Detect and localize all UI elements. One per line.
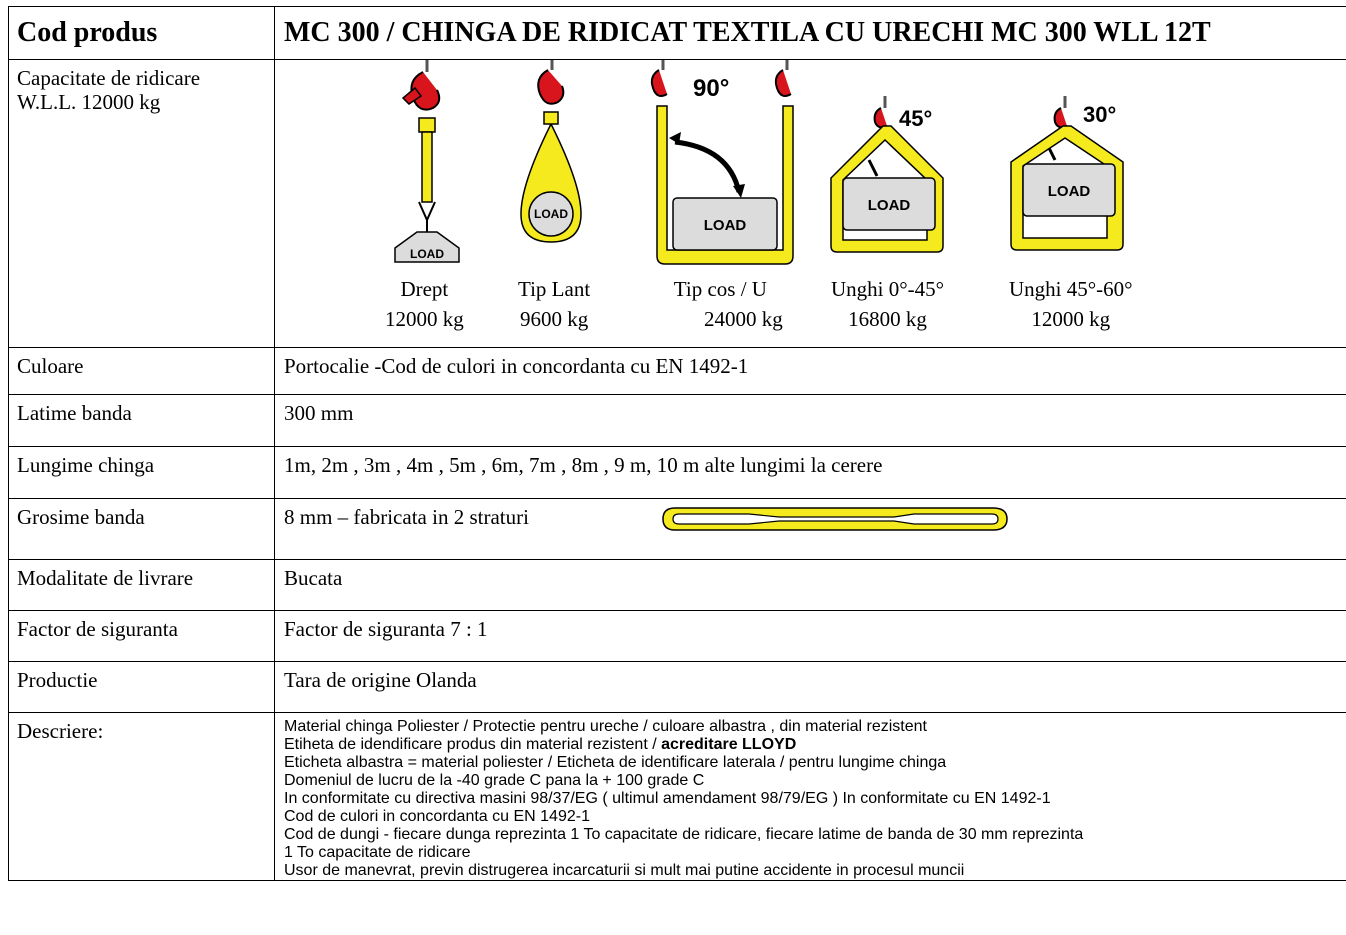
descriere-line: Etiheta de idendificare produs din mater… — [284, 736, 1346, 754]
grosime-cell: 8 mm – fabricata in 2 straturi — [274, 498, 1346, 560]
angle-text: 45° — [899, 106, 932, 131]
capacity-label-line1: Capacitate de ridicare — [17, 66, 201, 90]
capacity-row: Capacitate de ridicare W.L.L. 12000 kg L… — [8, 59, 1346, 348]
lungime-value: 1m, 2m , 3m , 4m , 5m , 6m, 7m , 8m , 9 … — [274, 446, 1346, 499]
descriere-line: In conformitate cu directiva masini 98/3… — [284, 790, 1051, 807]
figure-name: Tip cos / U — [673, 277, 767, 301]
sling-choke-icon: LOAD — [520, 60, 582, 243]
load-text: LOAD — [1048, 183, 1091, 200]
descriere-line: Eticheta albastra = material poliester /… — [284, 754, 947, 771]
figure-name: Unghi 45°-60° — [1009, 277, 1133, 301]
figure-value: 12000 kg — [1031, 307, 1111, 331]
row-descriere: Descriere: Material chinga Poliester / P… — [8, 712, 1346, 881]
figure-caption-choke: Tip Lant 9600 kg — [518, 274, 590, 334]
sling-angle-30-icon: LOAD 30° — [1010, 96, 1124, 251]
siguranta-value: Factor de siguranta 7 : 1 — [274, 610, 1346, 662]
culoare-label: Culoare — [8, 347, 275, 395]
descriere-line: Cod de dungi - fiecare dunga reprezinta … — [284, 826, 1084, 843]
capacity-figures: LOAD Drept 12000 kg LOAD Tip Lant — [274, 59, 1346, 348]
descriere-line: Usor de manevrat, previn distrugerea inc… — [284, 862, 965, 879]
capacity-label-line2: W.L.L. 12000 kg — [17, 90, 161, 114]
figure-name: Tip Lant — [518, 277, 591, 301]
row-culoare: Culoare Portocalie -Cod de culori in con… — [8, 347, 1346, 395]
descriere-line-text: Etiheta de idendificare produs din mater… — [284, 736, 662, 753]
row-productie: Productie Tara de origine Olanda — [8, 661, 1346, 713]
header-row: Cod produs MC 300 / CHINGA DE RIDICAT TE… — [8, 6, 1346, 60]
productie-label: Productie — [8, 661, 275, 713]
figure-name: Unghi 0°-45° — [831, 277, 945, 301]
grosime-value: 8 mm – fabricata in 2 straturi — [284, 505, 529, 529]
productie-value: Tara de origine Olanda — [274, 661, 1346, 713]
descriere-line: 1 To capacitate de ridicare — [284, 844, 471, 861]
sling-angle-45-icon: LOAD 45° — [830, 96, 944, 253]
descriere-cell: Material chinga Poliester / Protectie pe… — [274, 712, 1346, 881]
grosime-label: Grosime banda — [8, 498, 275, 560]
descriere-line: Cod de culori in concordanta cu EN 1492-… — [284, 808, 590, 825]
figure-name: Drept — [400, 277, 449, 301]
livrare-label: Modalitate de livrare — [8, 559, 275, 611]
descriere-line: Material chinga Poliester / Protectie pe… — [284, 718, 927, 735]
flat-sling-icon — [662, 507, 1008, 531]
load-text: LOAD — [704, 217, 747, 234]
load-text: LOAD — [534, 207, 568, 221]
figure-value: 12000 kg — [385, 307, 464, 331]
angle-text: 90° — [693, 75, 729, 102]
culoare-value: Portocalie -Cod de culori in concordanta… — [274, 347, 1346, 395]
row-livrare: Modalitate de livrare Bucata — [8, 559, 1346, 611]
row-siguranta: Factor de siguranta Factor de siguranta … — [8, 610, 1346, 662]
figure-caption-angle-30: Unghi 45°-60° 12000 kg — [1009, 274, 1133, 334]
livrare-value: Bucata — [274, 559, 1346, 611]
header-label: Cod produs — [8, 6, 275, 60]
descriere-line: Domeniul de lucru de la -40 grade C pana… — [284, 772, 705, 789]
product-title: MC 300 / CHINGA DE RIDICAT TEXTILA CU UR… — [274, 6, 1346, 60]
spec-table: Cod produs MC 300 / CHINGA DE RIDICAT TE… — [8, 6, 1346, 881]
figure-caption-straight: Drept 12000 kg — [385, 274, 464, 334]
load-text: LOAD — [410, 247, 444, 261]
sling-straight-icon: LOAD — [394, 60, 460, 263]
figure-value: 9600 kg — [519, 307, 589, 331]
sling-basket-icon: LOAD 90° — [650, 60, 794, 265]
row-lungime: Lungime chinga 1m, 2m , 3m , 4m , 5m , 6… — [8, 446, 1346, 499]
load-text: LOAD — [868, 197, 911, 214]
angle-text: 30° — [1083, 102, 1116, 127]
figure-caption-basket: Tip cos / U 24000 kg — [658, 274, 783, 334]
latime-value: 300 mm — [274, 394, 1346, 447]
figure-caption-angle-45: Unghi 0°-45° 16800 kg — [831, 274, 944, 334]
siguranta-label: Factor de siguranta — [8, 610, 275, 662]
capacity-label: Capacitate de ridicare W.L.L. 12000 kg — [8, 59, 275, 348]
row-grosime: Grosime banda 8 mm – fabricata in 2 stra… — [8, 498, 1346, 560]
latime-label: Latime banda — [8, 394, 275, 447]
descriere-label: Descriere: — [8, 712, 275, 881]
figure-value: 24000 kg — [704, 307, 783, 331]
lungime-label: Lungime chinga — [8, 446, 275, 499]
lloyd-accreditation: acreditare LLOYD — [661, 736, 797, 753]
row-latime: Latime banda 300 mm — [8, 394, 1346, 447]
figure-value: 16800 kg — [848, 307, 927, 331]
